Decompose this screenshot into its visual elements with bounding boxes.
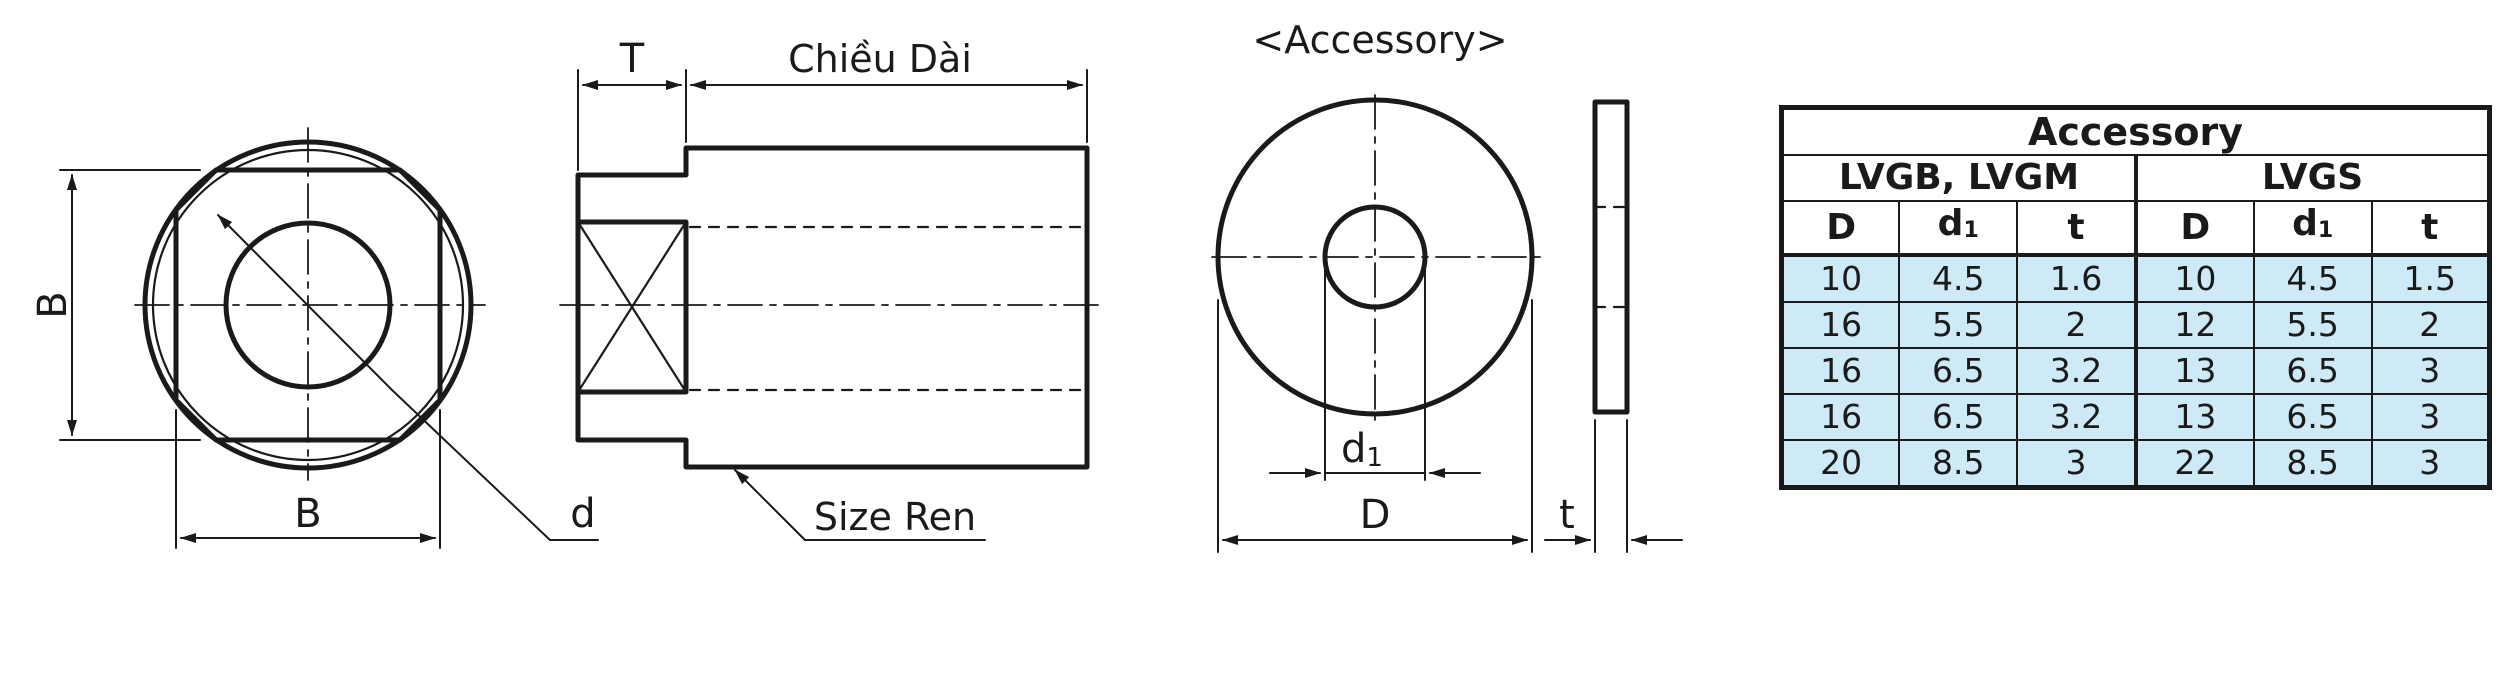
table-cell: 13 bbox=[2133, 393, 2255, 441]
accessory-view-title: <Accessory> bbox=[1252, 18, 1507, 62]
d-leader bbox=[391, 389, 551, 541]
table-cell: 10 bbox=[1780, 254, 1901, 303]
table-cell: 8.5 bbox=[2252, 439, 2373, 489]
table-cell: 6.5 bbox=[2252, 347, 2373, 395]
group-header: LVGS bbox=[2133, 154, 2491, 202]
table-cell: 20 bbox=[1780, 439, 1901, 489]
table-cell: 3 bbox=[2370, 439, 2491, 489]
table-title: Accessory bbox=[1780, 106, 2491, 156]
table-cell: 16 bbox=[1780, 393, 1901, 441]
table-cell: 2 bbox=[2370, 301, 2491, 349]
accessory-table: Accessory LVGB, LVGM LVGS D d1 t D d1 t … bbox=[1779, 105, 2492, 490]
thread-leader bbox=[734, 469, 806, 541]
washer-t-label: t bbox=[1559, 492, 1575, 538]
square-profile bbox=[173, 167, 443, 443]
table-cell: 1.5 bbox=[2370, 254, 2491, 303]
flat-cross-2 bbox=[576, 220, 688, 394]
column-header: D bbox=[1780, 200, 1901, 257]
d1-label: d1 bbox=[1341, 426, 1383, 473]
body-outline bbox=[575, 145, 1090, 470]
side-view: T Chiều Dài Size Ren bbox=[559, 36, 1101, 541]
table-cell: 3.2 bbox=[2016, 393, 2137, 441]
table-cell: 3 bbox=[2016, 439, 2137, 489]
table-row: 16 6.5 3.2 13 6.5 3 bbox=[1780, 393, 2491, 441]
wrench-flat bbox=[575, 219, 689, 395]
washer-view: <Accessory> d1 D bbox=[1211, 18, 1546, 553]
washer-thickness-rect bbox=[1592, 99, 1630, 415]
length-label: Chiều Dài bbox=[788, 37, 972, 81]
table-row: 16 5.5 2 12 5.5 2 bbox=[1780, 301, 2491, 349]
table-cell: 10 bbox=[2133, 254, 2255, 303]
table-row: 16 6.5 3.2 13 6.5 3 bbox=[1780, 347, 2491, 395]
d-diameter-line bbox=[217, 214, 393, 391]
table-cell: 16 bbox=[1780, 347, 1901, 395]
column-header: t bbox=[2016, 200, 2137, 257]
table-cell: 6.5 bbox=[1898, 393, 2019, 441]
column-header: D bbox=[2133, 200, 2255, 257]
table-cell: 6.5 bbox=[2252, 393, 2373, 441]
table-cell: 1.6 bbox=[2016, 254, 2137, 303]
b-horizontal-label: B bbox=[294, 491, 321, 537]
D-label: D bbox=[1360, 492, 1391, 538]
table-cell: 3 bbox=[2370, 393, 2491, 441]
washer-side-view: t bbox=[1544, 99, 1683, 553]
table-cell: 8.5 bbox=[1898, 439, 2019, 489]
table-cell: 4.5 bbox=[2252, 254, 2373, 303]
table-cell: 6.5 bbox=[1898, 347, 2019, 395]
table-cell: 12 bbox=[2133, 301, 2255, 349]
column-header: d1 bbox=[1898, 200, 2019, 257]
table-cell: 3.2 bbox=[2016, 347, 2137, 395]
table-cell: 4.5 bbox=[1898, 254, 2019, 303]
table-row: 10 4.5 1.6 10 4.5 1.5 bbox=[1780, 254, 2491, 303]
t-label: T bbox=[619, 36, 645, 82]
d-label: d bbox=[570, 491, 595, 537]
end-view: B B d bbox=[30, 127, 599, 549]
table-row: 20 8.5 3 22 8.5 3 bbox=[1780, 439, 2491, 489]
thread-size-label: Size Ren bbox=[814, 495, 976, 539]
table-cell: 5.5 bbox=[2252, 301, 2373, 349]
column-header: d1 bbox=[2252, 200, 2373, 257]
table-cell: 16 bbox=[1780, 301, 1901, 349]
table-cell: 13 bbox=[2133, 347, 2255, 395]
column-header: t bbox=[2370, 200, 2491, 257]
group-header: LVGB, LVGM bbox=[1780, 154, 2137, 202]
b-vertical-label: B bbox=[30, 291, 76, 318]
table-cell: 3 bbox=[2370, 347, 2491, 395]
table-cell: 5.5 bbox=[1898, 301, 2019, 349]
table-cell: 2 bbox=[2016, 301, 2137, 349]
table-cell: 22 bbox=[2133, 439, 2255, 489]
